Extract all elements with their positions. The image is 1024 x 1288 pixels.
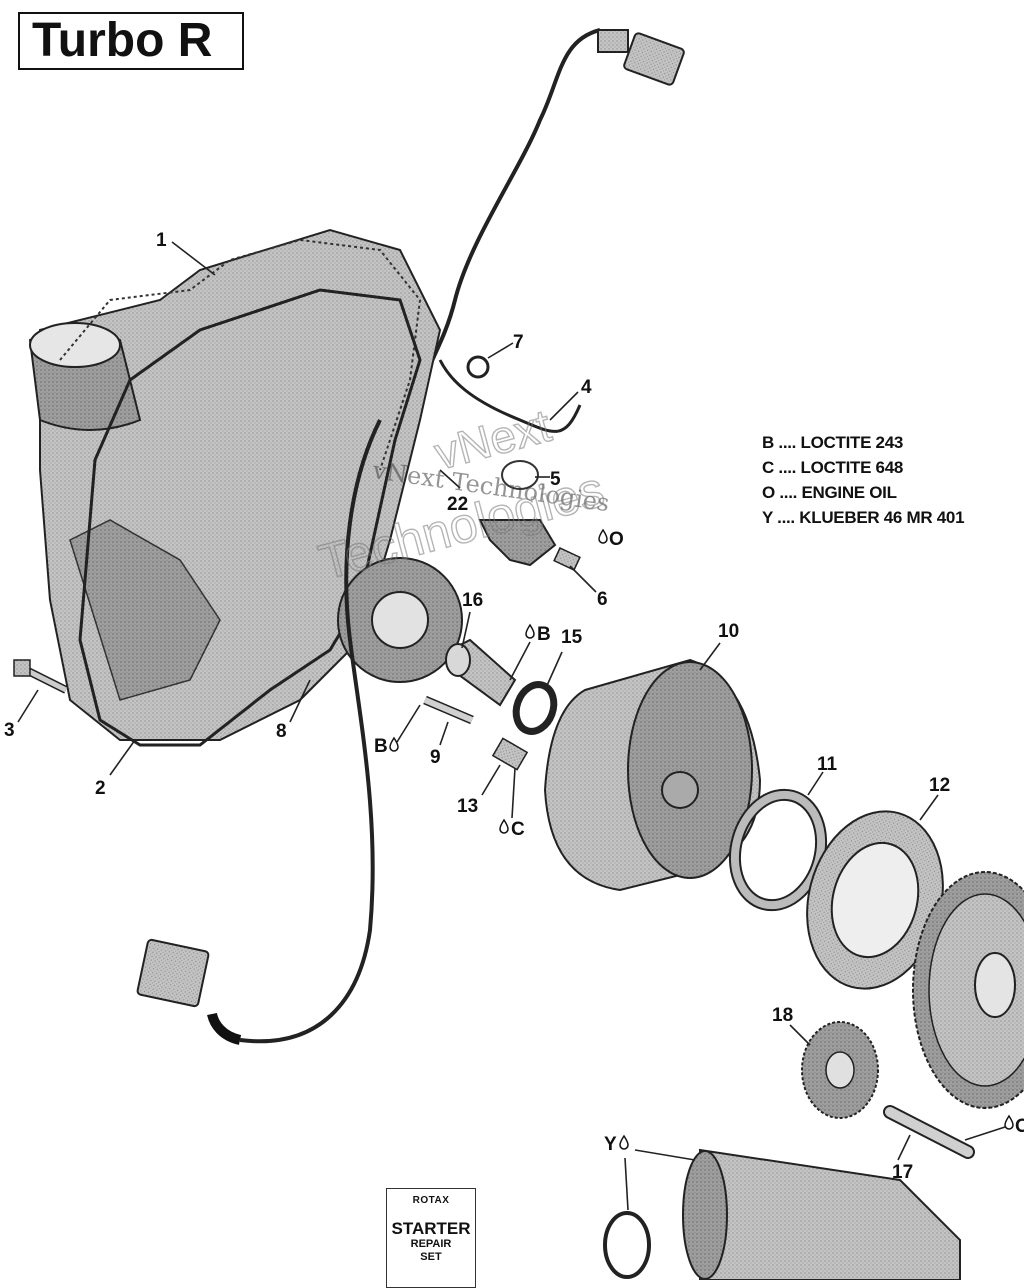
drop-icon bbox=[525, 623, 535, 639]
legend-b: B .... LOCTITE 243 bbox=[762, 433, 904, 452]
starter-label: STARTER bbox=[391, 1219, 471, 1238]
callout-12: 12 bbox=[929, 775, 950, 796]
ring-gear bbox=[912, 871, 1024, 1109]
page-title: Turbo R bbox=[18, 12, 244, 70]
callout-8: 8 bbox=[276, 721, 287, 742]
callout-7: 7 bbox=[513, 332, 524, 353]
bolt-9 bbox=[423, 695, 474, 725]
connector-bottom bbox=[136, 938, 210, 1008]
callout-16: 16 bbox=[462, 590, 483, 611]
material-code-b-9: B bbox=[374, 736, 388, 757]
callout-4: 4 bbox=[581, 377, 592, 398]
repair-label: REPAIR bbox=[410, 1238, 452, 1250]
starter-repair-set-label: ROTAX STARTER REPAIR SET bbox=[386, 1188, 476, 1288]
drop-icon bbox=[619, 1134, 629, 1150]
connector-top bbox=[597, 29, 685, 86]
screw-13 bbox=[491, 737, 529, 771]
watermark-outline-vnext: vNext bbox=[429, 399, 556, 480]
drop-icon bbox=[598, 528, 608, 544]
callout-6: 6 bbox=[597, 589, 608, 610]
callout-3: 3 bbox=[4, 720, 15, 741]
callout-2: 2 bbox=[95, 778, 106, 799]
callout-10: 10 bbox=[718, 621, 739, 642]
wire-clamp bbox=[466, 355, 490, 379]
callout-22: 22 bbox=[447, 494, 468, 515]
callout-17: 17 bbox=[892, 1162, 913, 1183]
material-code-o-right: O bbox=[1015, 1116, 1024, 1137]
drop-icon bbox=[499, 818, 509, 834]
callout-5: 5 bbox=[550, 469, 561, 490]
material-code-c-13: C bbox=[511, 819, 525, 840]
legend-o: O .... ENGINE OIL bbox=[762, 483, 897, 502]
washer-15 bbox=[512, 681, 558, 735]
callout-9: 9 bbox=[430, 747, 441, 768]
legend-c: C .... LOCTITE 648 bbox=[762, 458, 904, 477]
bolt-16 bbox=[445, 638, 517, 707]
set-label: SET bbox=[420, 1251, 442, 1263]
material-legend: B .... LOCTITE 243 C .... LOCTITE 648 O … bbox=[762, 430, 965, 530]
legend-y: Y .... KLUEBER 46 MR 401 bbox=[762, 508, 965, 527]
drop-icon bbox=[389, 736, 399, 752]
bolt-6 bbox=[553, 547, 581, 571]
wire-harness-lower bbox=[239, 419, 382, 1044]
material-code-y: Y bbox=[604, 1134, 617, 1155]
material-code-o-6: O bbox=[609, 529, 624, 550]
starter-o-ring bbox=[603, 1211, 651, 1279]
callout-1: 1 bbox=[156, 230, 167, 251]
callout-11: 11 bbox=[817, 754, 838, 775]
rotor-flywheel bbox=[543, 658, 762, 892]
leader-lines bbox=[17, 241, 1006, 1211]
stator bbox=[337, 557, 463, 683]
callout-18: 18 bbox=[772, 1005, 793, 1026]
rotax-logo: ROTAX bbox=[412, 1195, 450, 1206]
bolt-3 bbox=[13, 659, 68, 694]
wire-bracket bbox=[478, 519, 557, 567]
material-code-b-15: B bbox=[537, 624, 551, 645]
starter-motor bbox=[682, 1148, 961, 1280]
callout-13: 13 bbox=[457, 796, 478, 817]
callout-15: 15 bbox=[561, 627, 583, 648]
drop-icon bbox=[1004, 1114, 1014, 1130]
